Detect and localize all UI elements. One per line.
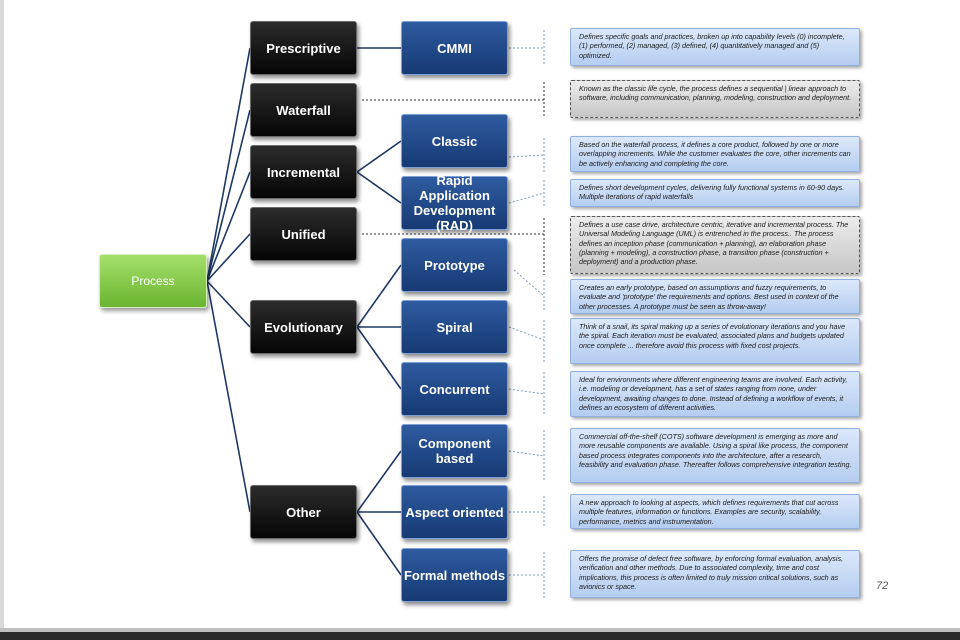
model-aspect-oriented: Aspect oriented [401, 485, 508, 539]
model-formal-methods: Formal methods [401, 548, 508, 602]
connector-process-prescriptive [206, 47, 251, 282]
model-classic: Classic [401, 114, 508, 168]
description-concurrent: Ideal for environments where different e… [570, 371, 860, 417]
connector-other-formal [356, 511, 402, 576]
category-evolutionary: Evolutionary [250, 300, 357, 354]
connector-incremental-rad [356, 171, 402, 204]
leader-classic [508, 154, 545, 158]
description-component-based: Commercial off-the-shelf (COTS) software… [570, 428, 860, 483]
connector-process-evolutionary [206, 280, 251, 328]
category-waterfall: Waterfall [250, 83, 357, 137]
category-incremental: Incremental [250, 145, 357, 199]
description-prototype: Creates an early prototype, based on ass… [570, 279, 860, 314]
slide-number: 72 [876, 580, 889, 592]
leader-rad [508, 192, 545, 204]
connector-evolutionary-concurrent [356, 326, 402, 390]
model-rad: Rapid Application Development (RAD) [401, 173, 508, 233]
category-other: Other [250, 485, 357, 539]
connector-incremental-classic [356, 140, 402, 173]
connector-evolutionary-prototype [356, 264, 402, 328]
description-unified: Defines a use case drive, architecture c… [570, 216, 860, 274]
connector-process-waterfall [206, 109, 251, 282]
connector-process-incremental [206, 171, 251, 282]
model-prototype: Prototype [401, 238, 508, 292]
connector-other-component [356, 450, 402, 513]
description-cmmi: Defines specific goals and practices, br… [570, 28, 860, 66]
leader-concurrent [508, 388, 545, 395]
description-aspect-oriented: A new approach to looking at aspects, wh… [570, 494, 860, 529]
left-rail [0, 0, 4, 630]
description-classic: Based on the waterfall process, it defin… [570, 136, 860, 172]
leader-component [508, 450, 545, 457]
leader-spiral [508, 326, 545, 341]
slide-bottom-edge [0, 628, 960, 632]
model-cmmi: CMMI [401, 21, 508, 75]
leader-prototype [513, 269, 545, 297]
connector-process-unified [206, 233, 251, 282]
category-prescriptive: Prescriptive [250, 21, 357, 75]
description-spiral: Think of a snail, its spiral making up a… [570, 318, 860, 364]
description-formal-methods: Offers the promise of defect free softwa… [570, 550, 860, 598]
connector-process-other [206, 280, 251, 513]
model-spiral: Spiral [401, 300, 508, 354]
model-concurrent: Concurrent [401, 362, 508, 416]
description-rad: Defines short development cycles, delive… [570, 179, 860, 207]
category-unified: Unified [250, 207, 357, 261]
description-waterfall: Known as the classic life cycle, the pro… [570, 80, 860, 118]
model-component-based: Component based [401, 424, 508, 478]
process-root-node: Process [99, 254, 207, 308]
